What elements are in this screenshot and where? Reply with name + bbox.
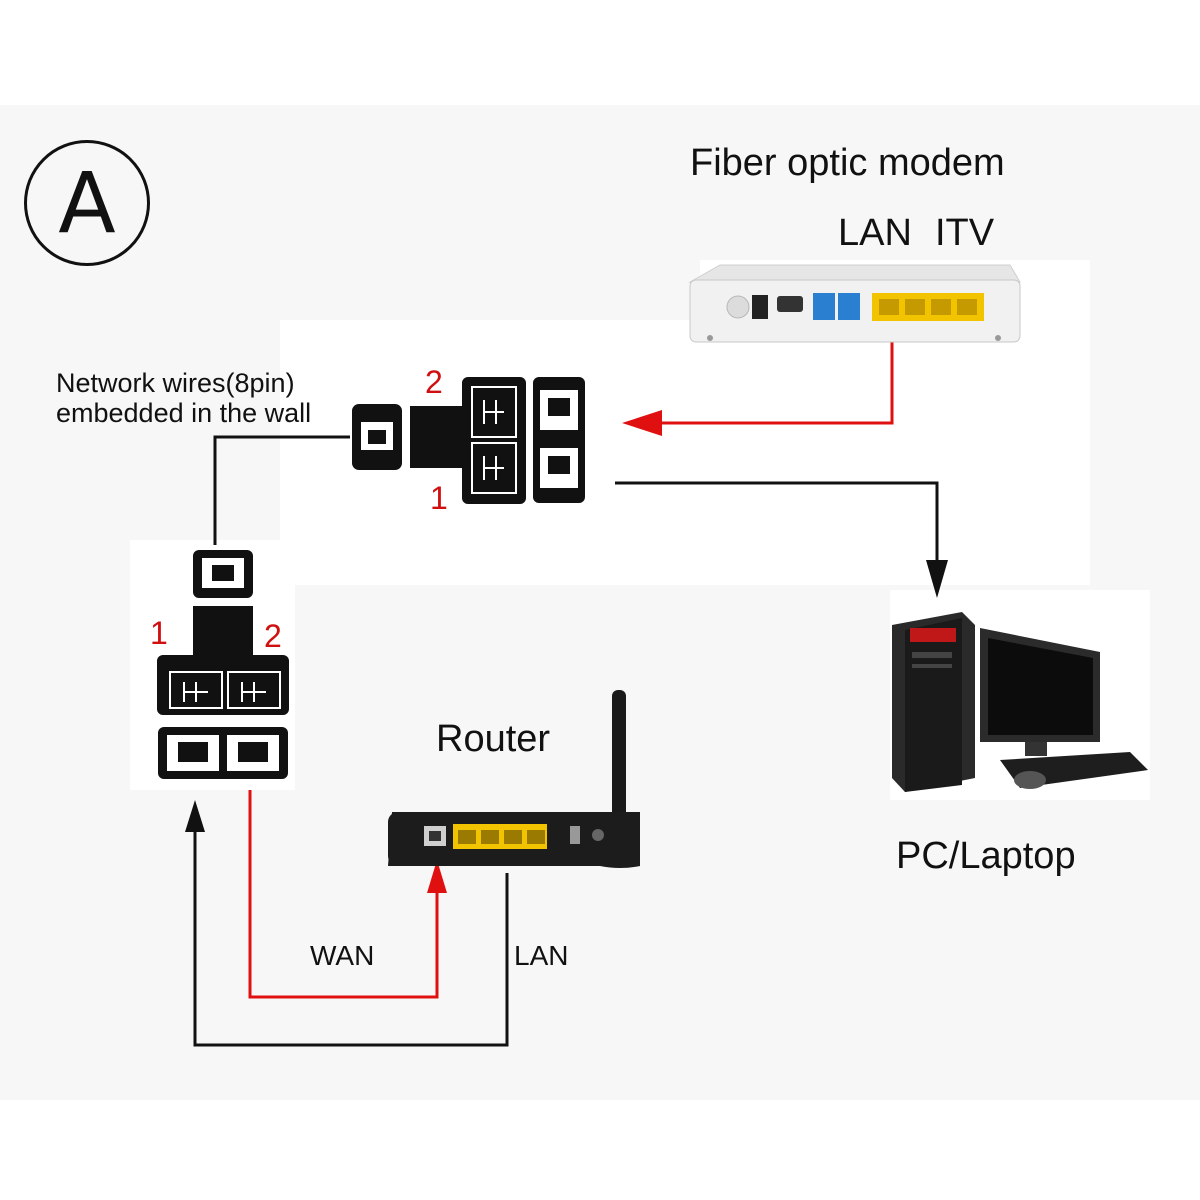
- wan-arrowhead: [427, 860, 447, 893]
- modem-to-splitter-arrowhead: [622, 410, 662, 436]
- modem-to-splitter-line: [640, 335, 894, 425]
- lan-label: LAN: [514, 940, 569, 971]
- wall-wires-label-line1: Network wires(8pin): [56, 368, 295, 398]
- splitter-to-pc-line: [615, 481, 939, 580]
- router-label: Router: [436, 718, 551, 760]
- pc-label: PC/Laptop: [896, 835, 1076, 877]
- splitter-to-pc-arrowhead: [926, 560, 948, 598]
- lan-line: [193, 820, 509, 1047]
- fiber-modem-label: Fiber optic modem: [690, 142, 1005, 184]
- section-badge: A: [24, 140, 150, 266]
- wall-wires-label-line2: embedded in the wall: [56, 398, 312, 428]
- left-splitter-port-1: 1: [150, 615, 168, 651]
- modem-itv-label: ITV: [935, 212, 995, 254]
- badge-letter: A: [58, 154, 116, 252]
- wall-wire-line: [213, 435, 350, 545]
- left-splitter-port-2: 2: [264, 618, 282, 654]
- modem-lan-label: LAN: [838, 212, 912, 254]
- top-splitter-port-2: 2: [425, 364, 443, 400]
- wan-label: WAN: [310, 940, 375, 971]
- top-splitter-port-1: 1: [430, 480, 448, 516]
- lan-arrowhead: [185, 800, 205, 832]
- wan-line: [248, 790, 439, 999]
- router-antenna: [612, 690, 626, 830]
